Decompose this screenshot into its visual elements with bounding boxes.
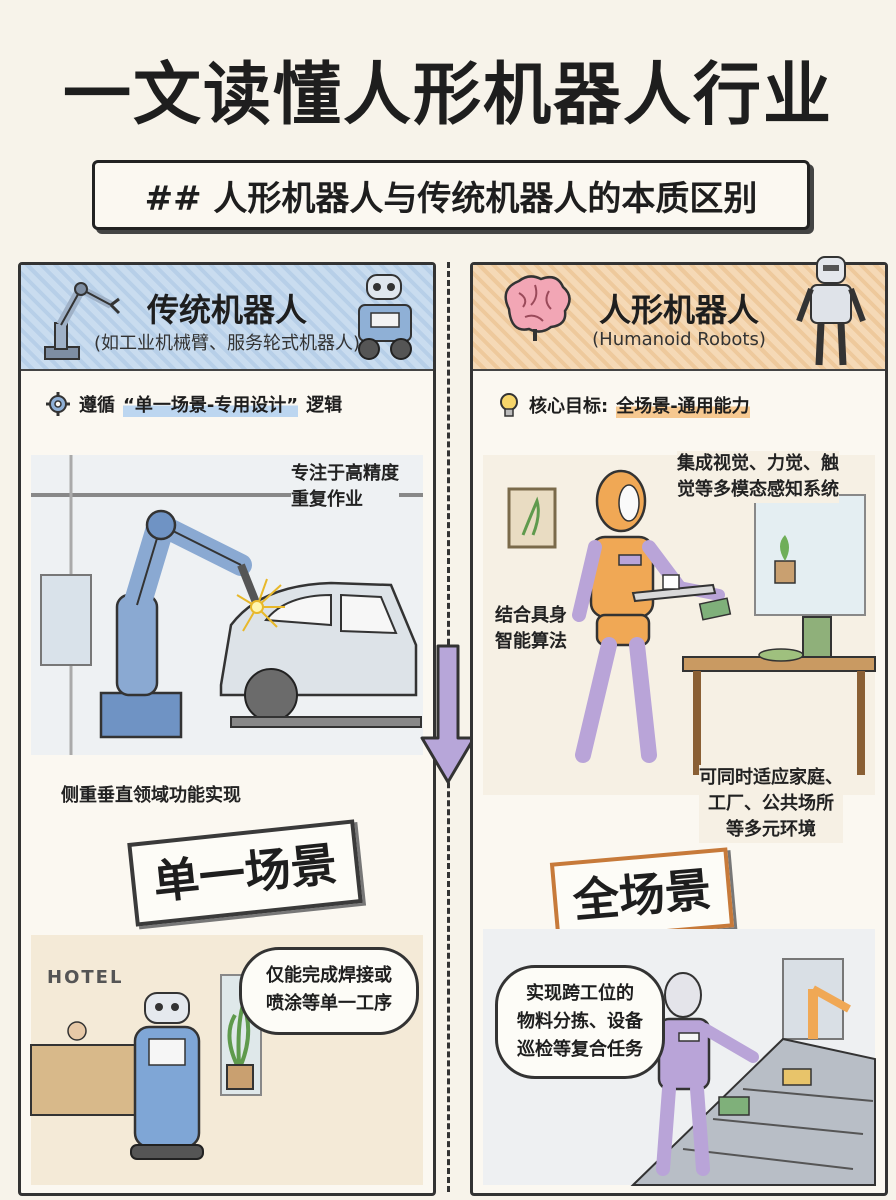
wheeled-robot-icon	[358, 274, 412, 360]
main-title: 一文读懂人形机器人行业	[62, 56, 833, 135]
humanoid-subtitle: (Humanoid Robots)	[592, 329, 766, 350]
single-scene-text: 单一场景	[150, 836, 340, 910]
gear-icon	[46, 392, 70, 416]
note-multi-environment: 可同时适应家庭、 工厂、公共场所 等多元环境	[699, 765, 843, 843]
single-task-bubble: 仅能完成焊接或 喷涂等单一工序	[239, 947, 419, 1035]
down-arrow-icon	[420, 644, 476, 784]
traditional-logic-highlight: “单一场景-专用设计”	[123, 391, 299, 417]
traditional-subtitle: (如工业机械臂、服务轮式机器人)	[93, 333, 361, 354]
brain-icon	[504, 275, 571, 341]
traditional-title: 传统机器人	[146, 291, 307, 329]
robot-arm-icon	[44, 282, 121, 360]
hotel-scene-illustration	[30, 935, 423, 1185]
note-perception: 集成视觉、力觉、触 觉等多模态感知系统	[677, 451, 839, 503]
humanoid-logic: 核心目标: 全场景-通用能力	[497, 391, 750, 419]
traditional-logic-prefix: 遵循	[79, 395, 115, 416]
note-vertical-domain: 侧重垂直领域功能实现	[61, 785, 241, 806]
humanoid-title: 人形机器人	[598, 291, 759, 329]
welding-scene-illustration	[31, 455, 423, 755]
humanoid-logic-highlight: 全场景-通用能力	[616, 392, 750, 418]
traditional-logic: 遵循 “单一场景-专用设计” 逻辑	[45, 391, 342, 417]
note-embodied-ai: 结合具身 智能算法	[495, 603, 567, 655]
humanoid-robot-icon	[796, 256, 866, 366]
humanoid-logic-prefix: 核心目标:	[529, 396, 609, 417]
hotel-sign: HOTEL	[47, 967, 124, 988]
traditional-logic-suffix: 逻辑	[306, 395, 343, 416]
lightbulb-icon	[500, 393, 518, 417]
subtitle-banner: ## 人形机器人与传统机器人的本质区别	[92, 160, 810, 230]
composite-task-bubble: 实现跨工位的 物料分拣、设备 巡检等复合任务	[495, 965, 665, 1079]
note-high-precision: 专注于高精度 重复作业	[291, 461, 399, 513]
humanoid-header: 人形机器人 (Humanoid Robots)	[473, 256, 885, 371]
traditional-robot-panel: 传统机器人 (如工业机械臂、服务轮式机器人) 遵循 “单一场景-专用设计” 逻辑	[18, 262, 436, 1196]
humanoid-robot-panel: 人形机器人 (Humanoid Robots) 核心目标: 全场景-通用能力	[470, 256, 888, 1196]
traditional-header: 传统机器人 (如工业机械臂、服务轮式机器人)	[21, 265, 433, 371]
all-scene-text: 全场景	[570, 862, 714, 928]
single-scene-stamp: 单一场景	[127, 819, 363, 927]
subtitle-text: ## 人形机器人与传统机器人的本质区别	[144, 178, 758, 219]
